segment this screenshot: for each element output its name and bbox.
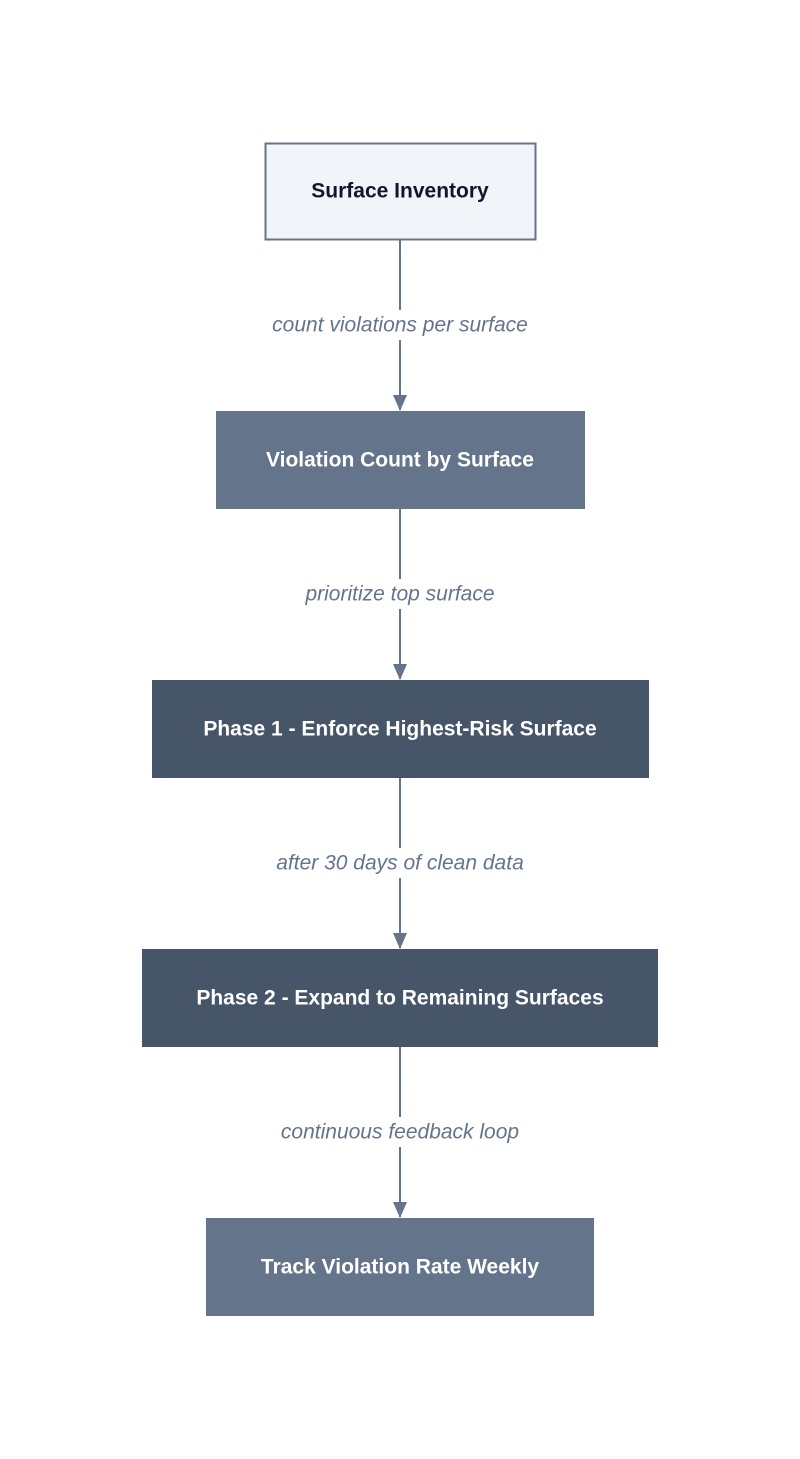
edge-label-bg-3 bbox=[255, 848, 545, 878]
nodes: Surface Inventory Violation Count by Sur… bbox=[142, 142, 658, 1316]
node-phase-1[interactable]: Phase 1 - Enforce Highest-Risk Surface bbox=[152, 680, 649, 778]
edge-label-bg-4 bbox=[262, 1117, 538, 1147]
edge-label-4: continuous feedback loop bbox=[281, 1121, 519, 1144]
edge-label-2: prioritize top surface bbox=[304, 583, 494, 606]
node-label: Violation Count by Surface bbox=[266, 449, 534, 472]
node-surface-inventory[interactable]: Surface Inventory bbox=[264, 142, 537, 241]
node-box bbox=[142, 949, 658, 1047]
node-label: Phase 2 - Expand to Remaining Surfaces bbox=[196, 987, 603, 1010]
node-label: Phase 1 - Enforce Highest-Risk Surface bbox=[203, 718, 596, 741]
node-label: Surface Inventory bbox=[311, 180, 489, 203]
node-track-rate[interactable]: Track Violation Rate Weekly bbox=[206, 1218, 594, 1316]
node-box bbox=[206, 1218, 594, 1316]
node-phase-2[interactable]: Phase 2 - Expand to Remaining Surfaces bbox=[142, 949, 658, 1047]
node-label: Track Violation Rate Weekly bbox=[261, 1256, 539, 1279]
edge-label-1: count violations per surface bbox=[272, 314, 528, 337]
edge-label-3: after 30 days of clean data bbox=[276, 852, 524, 875]
node-box bbox=[152, 680, 649, 778]
node-box bbox=[264, 142, 537, 241]
node-box bbox=[216, 411, 585, 509]
node-violation-count[interactable]: Violation Count by Surface bbox=[216, 411, 585, 509]
edge-label-bg-1 bbox=[250, 310, 550, 340]
edge-labels: count violations per surface prioritize … bbox=[250, 310, 550, 1147]
edge-label-bg-2 bbox=[285, 579, 515, 609]
